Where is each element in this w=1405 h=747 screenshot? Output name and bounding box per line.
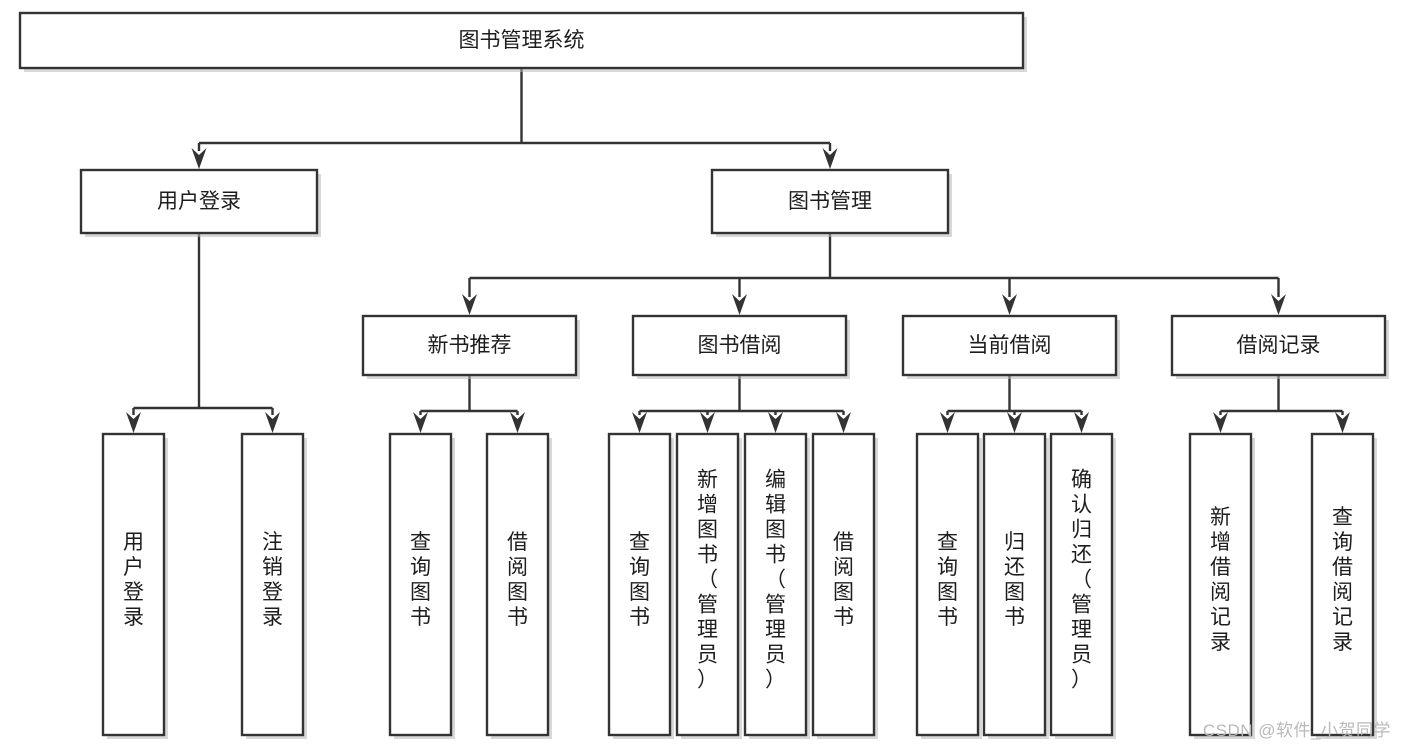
node-label: 归还图书 <box>1004 531 1025 629</box>
node-leaf-query-book-2[interactable]: 查询图书 <box>607 432 674 739</box>
node-leaf-borrow-book-2[interactable]: 借阅图书 <box>811 432 878 739</box>
node-book-borrow[interactable]: 图书借阅 <box>631 314 850 379</box>
connector-group-current-borrow <box>940 375 1089 433</box>
node-leaf-borrow-book-1[interactable]: 借阅图书 <box>485 432 552 739</box>
node-label: 查询图书 <box>410 531 431 629</box>
csdn-watermark: CSDN @软件_小贺同学 <box>1202 721 1391 740</box>
connector-group-new-book-rec <box>413 375 525 433</box>
nodes-layer: 图书管理系统用户登录图书管理新书推荐图书借阅当前借阅借阅记录用户登录注销登录查询… <box>18 11 1389 739</box>
node-current-borrow[interactable]: 当前借阅 <box>901 314 1120 379</box>
node-leaf-query-record[interactable]: 查询借阅记录 <box>1310 432 1377 739</box>
node-root[interactable]: 图书管理系统 <box>18 11 1027 72</box>
node-leaf-query-book-1[interactable]: 查询图书 <box>388 432 455 739</box>
node-label: 用户登录 <box>157 190 241 213</box>
node-label: 新书推荐 <box>428 334 512 357</box>
node-label: 用户登录 <box>123 531 144 629</box>
node-new-book-rec[interactable]: 新书推荐 <box>361 314 580 379</box>
connector-group-root <box>191 68 838 169</box>
node-leaf-user-login[interactable]: 用户登录 <box>101 432 168 739</box>
node-label: 借阅图书 <box>833 531 854 629</box>
connector-group-book-manage <box>462 233 1286 315</box>
node-leaf-user-logout[interactable]: 注销登录 <box>240 432 307 739</box>
node-label: 借阅记录 <box>1237 334 1321 357</box>
node-label: 查询图书 <box>629 531 650 629</box>
node-user-login[interactable]: 用户登录 <box>79 168 321 237</box>
node-label: 新增图书（管理员） <box>697 469 718 692</box>
node-label: 编辑图书（管理员） <box>765 469 786 692</box>
node-label: 当前借阅 <box>968 334 1052 357</box>
node-label: 图书管理系统 <box>459 29 585 52</box>
node-label: 新增借阅记录 <box>1210 506 1231 654</box>
node-label: 查询图书 <box>937 531 958 629</box>
node-leaf-edit-book[interactable]: 编辑图书（管理员） <box>743 432 810 739</box>
node-borrow-record[interactable]: 借阅记录 <box>1170 314 1389 379</box>
node-leaf-confirm-return[interactable]: 确认归还（管理员） <box>1049 432 1116 739</box>
node-leaf-query-book-3[interactable]: 查询图书 <box>915 432 982 739</box>
node-label: 查询借阅记录 <box>1332 506 1353 654</box>
connector-group-user-login <box>126 233 280 433</box>
node-label: 图书管理 <box>788 190 872 213</box>
connectors-layer <box>126 68 1350 433</box>
connector-group-book-borrow <box>632 375 851 433</box>
connector-group-borrow-record <box>1213 375 1350 433</box>
node-book-manage[interactable]: 图书管理 <box>710 168 952 237</box>
node-label: 图书借阅 <box>698 334 782 357</box>
node-label: 注销登录 <box>262 531 283 629</box>
node-leaf-add-record[interactable]: 新增借阅记录 <box>1188 432 1255 739</box>
node-label: 借阅图书 <box>507 531 528 629</box>
node-leaf-return-book[interactable]: 归还图书 <box>982 432 1049 739</box>
node-leaf-add-book[interactable]: 新增图书（管理员） <box>675 432 742 739</box>
node-label: 确认归还（管理员） <box>1071 469 1092 692</box>
